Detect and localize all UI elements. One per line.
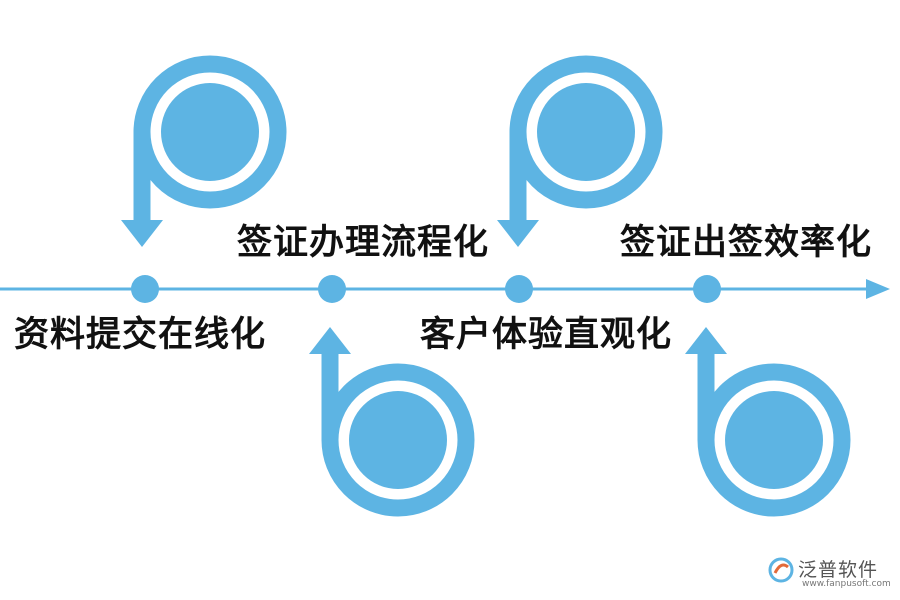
b-shape-arrow-up-icon: [685, 327, 851, 517]
milestone-dot-3: [505, 275, 533, 303]
watermark-url: www.fanpusoft.com: [802, 579, 891, 589]
fanpu-logo-icon: [768, 557, 794, 583]
milestone-dot-2: [318, 275, 346, 303]
step-label-4: 签证出签效率化: [620, 223, 873, 263]
b-shape-arrow-up-icon: [309, 327, 475, 517]
step-label-2: 签证办理流程化: [237, 223, 490, 263]
watermark-name: 泛普软件: [798, 559, 879, 581]
step-label-3: 客户体验直观化: [420, 315, 673, 355]
milestone-dot-4: [693, 275, 721, 303]
p-shape-arrow-down-icon: [121, 55, 287, 247]
p-shape-arrow-down-icon: [497, 55, 663, 247]
milestone-dot-1: [131, 275, 159, 303]
watermark: 泛普软件 www.fanpusoft.com: [768, 555, 894, 595]
step-label-1: 资料提交在线化: [14, 315, 267, 355]
timeline-arrowhead: [866, 279, 890, 299]
